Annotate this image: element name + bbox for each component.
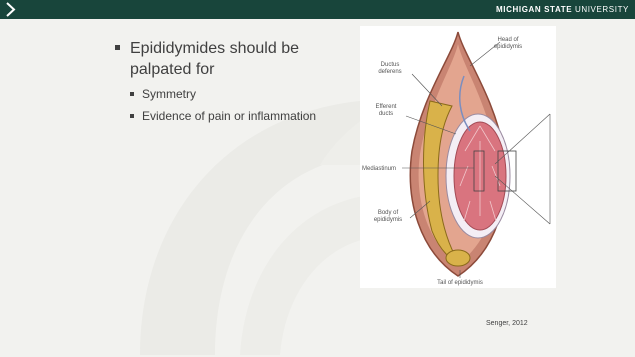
citation: Senger, 2012 xyxy=(486,320,528,327)
main-bullet-line-1: Epididymides should be xyxy=(130,38,355,59)
label-ductus: Ductus xyxy=(381,62,400,68)
epididymis-tail xyxy=(446,250,470,266)
main-bullet-line-2: palpated for xyxy=(130,59,355,80)
label-deferens: deferens xyxy=(378,69,401,75)
header-bar: MICHIGAN STATE UNIVERSITY xyxy=(0,0,635,19)
university-brand: MICHIGAN STATE UNIVERSITY xyxy=(496,4,629,15)
sub-bullet-pain: Evidence of pain or inflammation xyxy=(130,108,355,124)
chevron-right-icon xyxy=(0,0,22,19)
testis-epididymis-figure: Head of epididymis Ductus deferens Effer… xyxy=(360,26,556,288)
brand-light-text: UNIVERSITY xyxy=(575,5,629,14)
label-body-2: epididymis xyxy=(374,217,402,223)
sub-bullet-symmetry: Symmetry xyxy=(130,86,355,102)
slide-bullets: Epididymides should be palpated for Symm… xyxy=(115,38,355,124)
brand-bold-text: MICHIGAN STATE xyxy=(496,5,572,14)
label-head-2: epididymis xyxy=(494,44,522,50)
label-ducts: ducts xyxy=(379,111,393,117)
testis-illustration: Head of epididymis Ductus deferens Effer… xyxy=(360,26,556,288)
main-bullet: Epididymides should be palpated for xyxy=(115,38,355,80)
label-efferent: Efferent xyxy=(376,104,397,110)
label-mediastinum: Mediastinum xyxy=(362,166,396,172)
label-tail: Tail of epididymis xyxy=(437,280,483,286)
label-body: Body of xyxy=(378,210,399,216)
label-head: Head of xyxy=(497,37,518,43)
